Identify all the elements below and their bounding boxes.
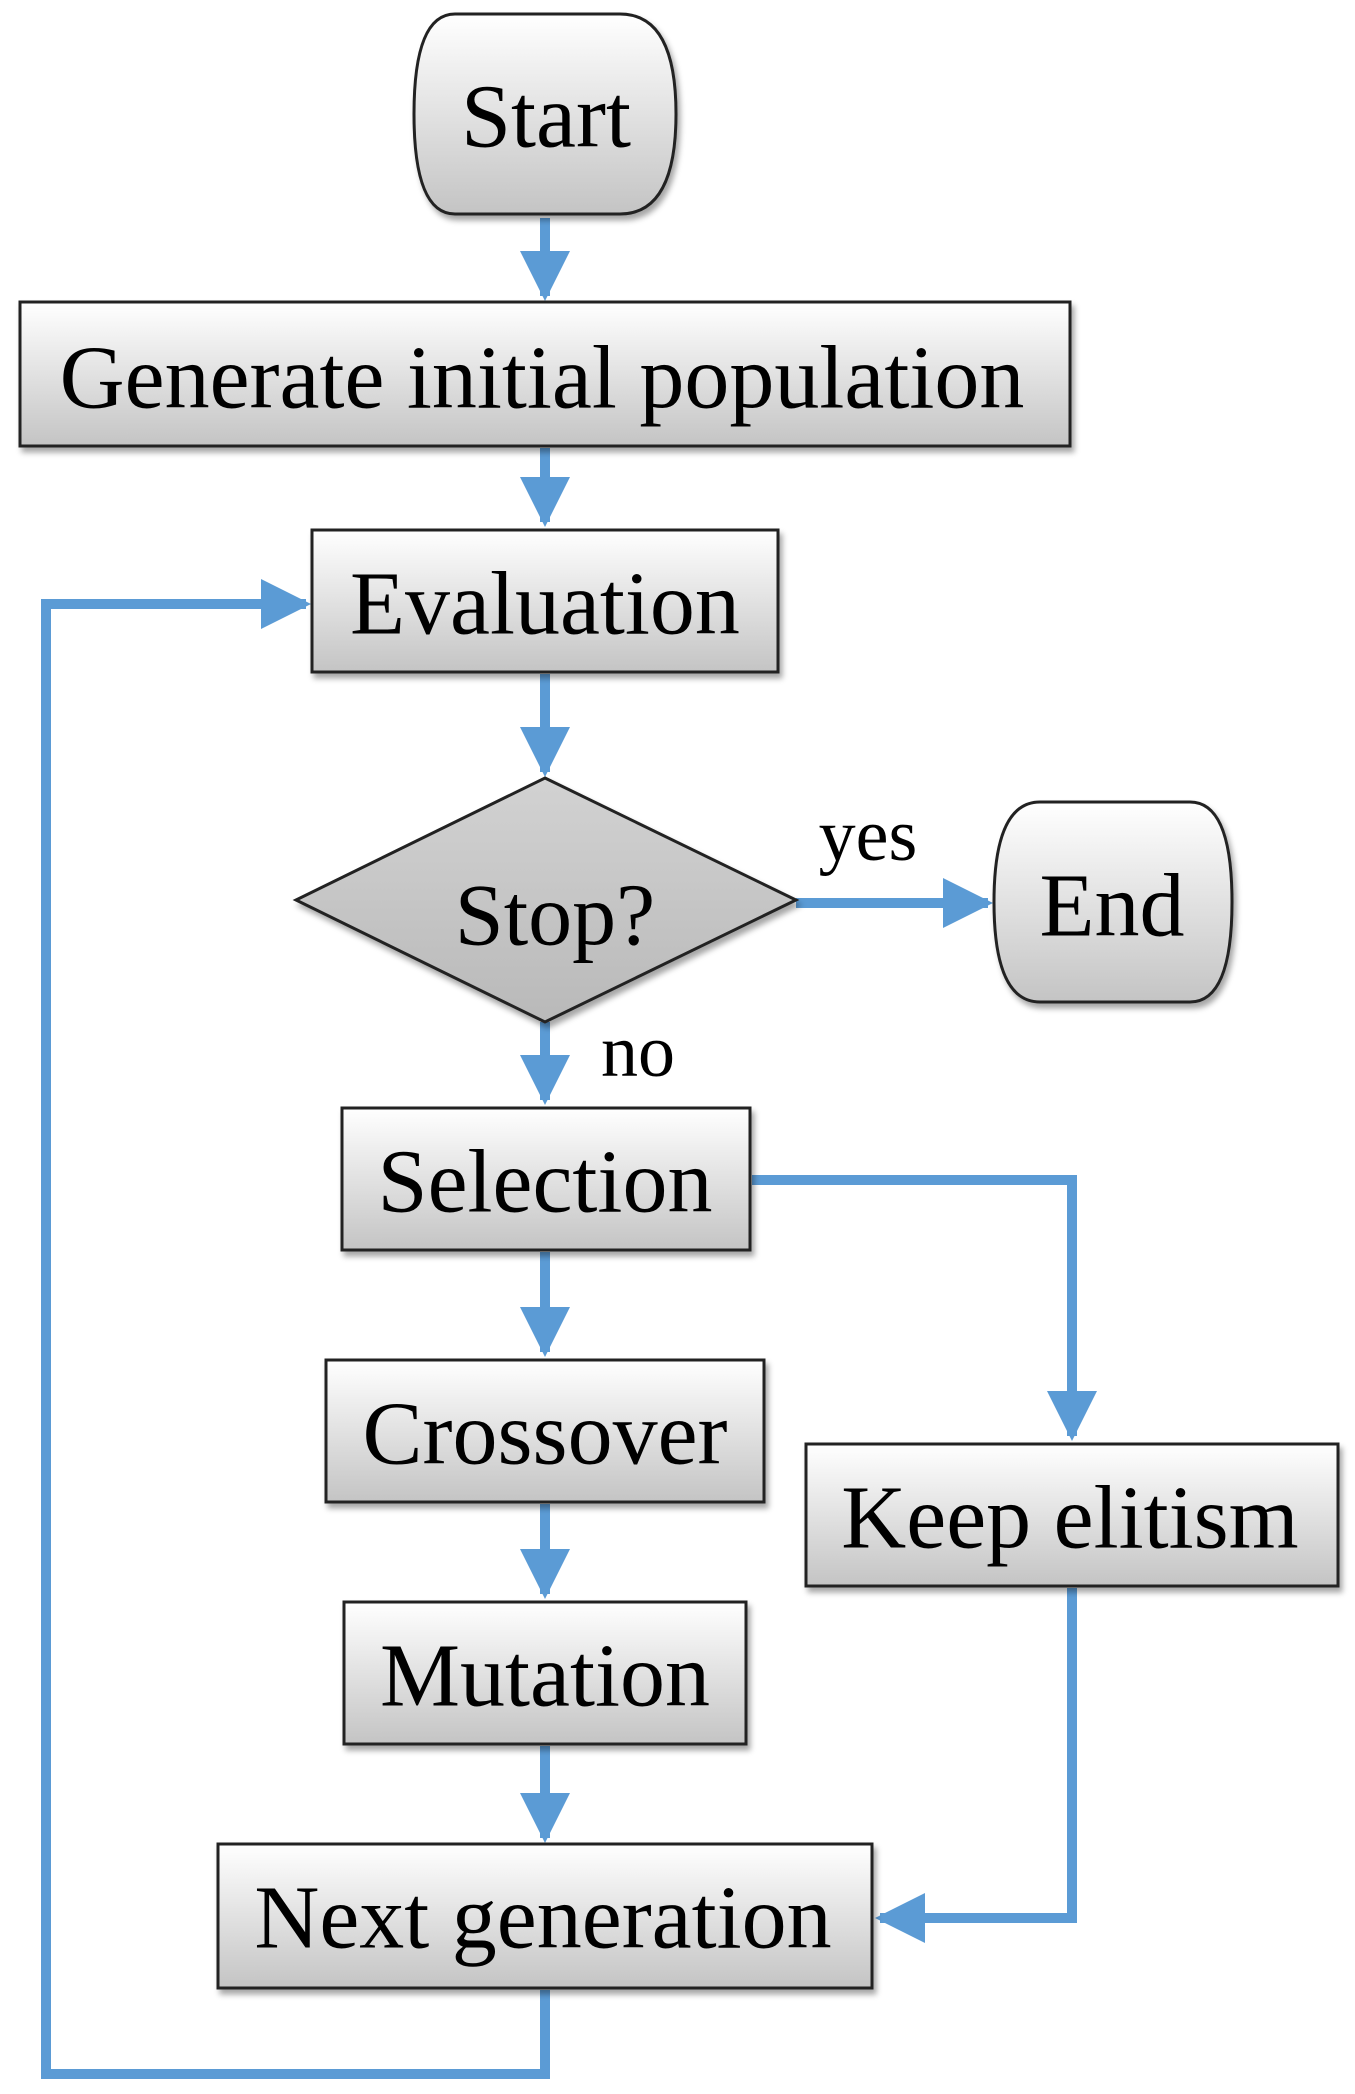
- end-label: End: [1040, 857, 1185, 956]
- selection-label: Selection: [378, 1133, 713, 1232]
- start-terminator: [412, 12, 678, 216]
- mutation-label: Mutation: [380, 1627, 710, 1726]
- next-generation-box: [216, 1842, 874, 1990]
- no-edge-label: no: [601, 1011, 675, 1093]
- yes-edge-label: yes: [819, 795, 918, 877]
- evaluation-label: Evaluation: [350, 555, 740, 654]
- keep-elitism-label: Keep elitism: [841, 1469, 1298, 1568]
- mutation-box: [342, 1600, 748, 1746]
- arrow-selection-to-keep-elitism: [752, 1175, 1097, 1441]
- crossover-box: [324, 1358, 766, 1504]
- stop-decision-diamond: [292, 776, 800, 1024]
- end-terminator: [992, 800, 1234, 1004]
- keep-elitism-box: [804, 1442, 1340, 1588]
- arrow-keep-elitism-to-next-generation: [875, 1588, 1077, 1943]
- crossover-label: Crossover: [363, 1385, 728, 1484]
- generate-initial-population-label: Generate initial population: [60, 329, 1025, 428]
- evaluation-box: [310, 528, 780, 674]
- start-label: Start: [461, 68, 631, 167]
- connectors: [41, 218, 1097, 2079]
- next-generation-label: Next generation: [254, 1869, 831, 1968]
- selection-box: [340, 1106, 752, 1252]
- generate-initial-population-box: [18, 300, 1072, 448]
- arrow-next-generation-loop-to-evaluation: [41, 579, 550, 2079]
- stop-decision-label: Stop?: [455, 868, 655, 965]
